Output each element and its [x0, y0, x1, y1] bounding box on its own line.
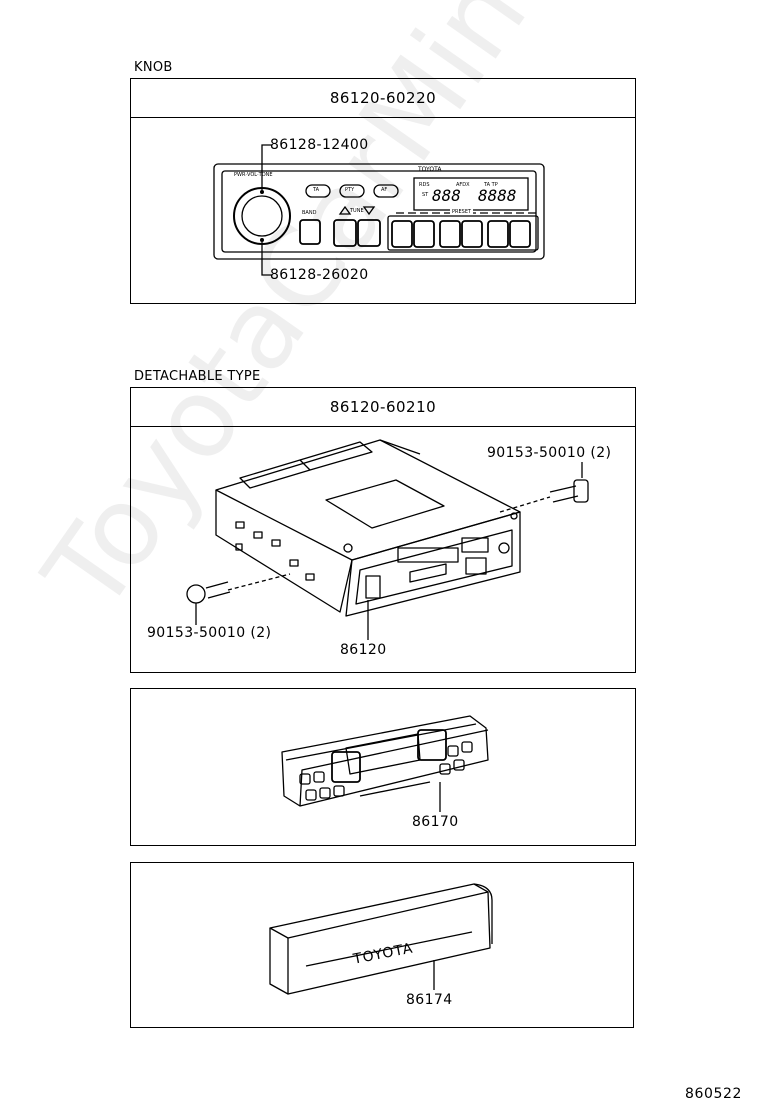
display-st: ST [422, 192, 429, 198]
display-tatp: TA TP [484, 182, 498, 188]
ta-button: TA [313, 187, 320, 193]
tune-label: TUNE [350, 208, 364, 214]
preset-label: PRESET [450, 209, 474, 215]
callout-knob-top: 86128-12400 [270, 137, 369, 153]
faceplate-brand: TOYOTA [418, 166, 442, 173]
callout-screw-left: 90153-50010 (2) [147, 625, 272, 641]
callout-faceplate: 86170 [412, 814, 459, 830]
knob-label-text: PWR·VOL·TONE [234, 172, 273, 178]
callout-knob-bottom: 86128-26020 [270, 267, 369, 283]
detachable-section-label: DETACHABLE TYPE [134, 369, 261, 384]
display-rds: RDS [419, 182, 430, 188]
band-label: BAND [302, 210, 317, 216]
knob-assembly-number: 86120-60220 [131, 79, 635, 118]
pty-button: PTY [345, 187, 355, 193]
af-button: AF [381, 187, 388, 193]
callout-case: 86174 [406, 992, 453, 1008]
detachable-section-box: 86120-60210 [130, 387, 636, 673]
faceplate-section-box [130, 688, 636, 846]
display-afdx: AFDX [456, 182, 470, 188]
callout-unit: 86120 [340, 642, 387, 658]
case-section-box [130, 862, 634, 1028]
knob-section-label: KNOB [134, 60, 173, 75]
detachable-assembly-number: 86120-60210 [131, 388, 635, 427]
display-digits-2: 8888 [478, 186, 517, 205]
display-digits-1: 888 [432, 186, 461, 205]
knob-section-box: 86120-60220 [130, 78, 636, 304]
diagram-code: 860522 [685, 1086, 743, 1102]
callout-screw-right: 90153-50010 (2) [487, 445, 612, 461]
